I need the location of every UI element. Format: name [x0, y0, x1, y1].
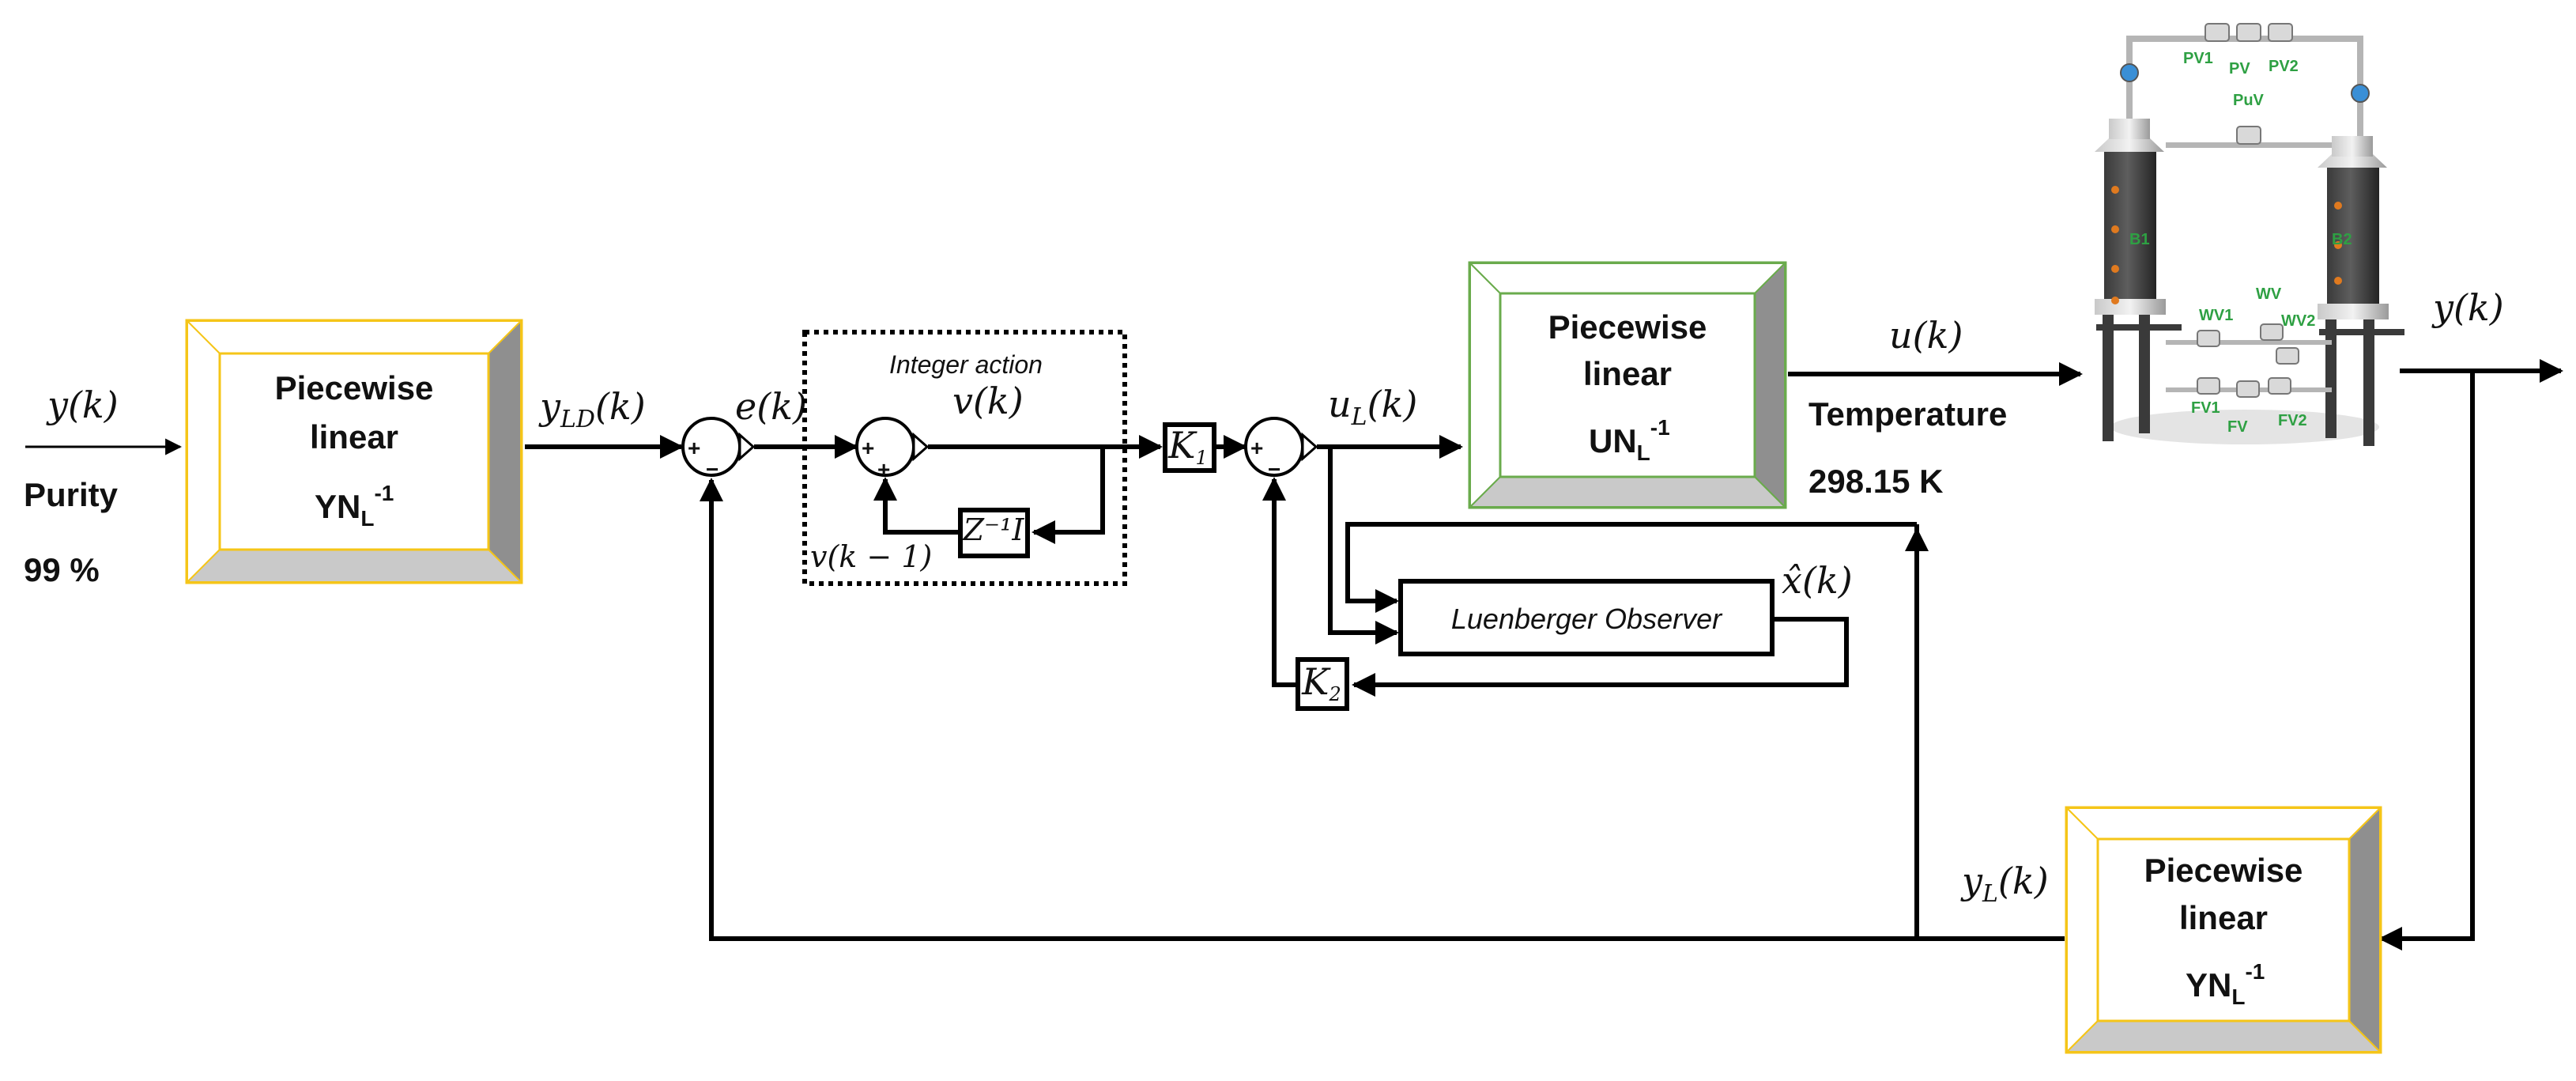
column-label-b2: B2 — [2332, 231, 2352, 248]
svg-text:+: + — [862, 436, 874, 460]
valve-label-puv: PuV — [2233, 92, 2265, 109]
valve-label-pv1: PV1 — [2183, 50, 2213, 67]
purity-label: Purity — [24, 476, 119, 513]
signal-yld: yLD(k) — [538, 385, 646, 433]
signal-error: e(k) — [735, 385, 807, 428]
plant-output-signal: y(k) — [2431, 286, 2504, 329]
block-function: YNL-1 — [315, 481, 394, 531]
gain-k1: K1 — [1163, 422, 1216, 473]
block-title-line1: Piecewise — [275, 369, 434, 406]
valve-label-pv2: PV2 — [2269, 58, 2299, 75]
output-linearizer-block: Piecewise linear UNL-1 — [1468, 261, 1787, 509]
svg-text:+: + — [877, 457, 890, 482]
observer-estimate: x̂(k) — [1782, 559, 1853, 602]
plant-illustration: PV1 PV PV2 PuV B1 B2 WV1 WV WV2 FV1 FV F… — [2095, 23, 2404, 446]
observer-wiring: Luenberger Observer x̂(k) K2 — [1262, 447, 1919, 711]
svg-text:−: − — [1268, 457, 1280, 482]
svg-text:+: + — [688, 436, 700, 460]
valve-label-pv: PV — [2229, 60, 2250, 77]
valve-label-fv1: FV1 — [2191, 399, 2220, 417]
temperature-label: Temperature — [1808, 395, 2007, 433]
svg-text:−: − — [706, 457, 718, 482]
valve-label-wv1: WV1 — [2199, 307, 2233, 324]
signal-v-prev: v(k − 1) — [810, 539, 932, 574]
temperature-value: 298.15 K — [1808, 463, 1943, 500]
integer-action-group: Integer action + + v(k) Z⁻¹I v(k − 1) — [802, 330, 1163, 586]
block-title-line1: Piecewise — [2144, 852, 2303, 889]
signal-ul: uL(k) — [1328, 383, 1417, 431]
block-title-line2: linear — [2179, 899, 2268, 936]
observer-label: Luenberger Observer — [1451, 603, 1723, 635]
summing-junction-1: + − — [681, 417, 756, 482]
signal-v: v(k) — [952, 380, 1024, 422]
block-title-line2: linear — [310, 418, 398, 455]
input-linearizer-block: Piecewise linear YNL-1 — [185, 319, 523, 584]
input-signal-label: y(k) — [46, 384, 119, 426]
signal-yl: yL(k) — [1960, 860, 2049, 908]
integer-action-title: Integer action — [889, 350, 1043, 379]
input-signal: y(k) Purity 99 % — [24, 384, 183, 588]
block-title-line2: linear — [1583, 355, 1672, 392]
valve-label-wv: WV — [2256, 285, 2282, 303]
valve-label-fv2: FV2 — [2278, 412, 2307, 429]
block-function: YNL-1 — [2186, 959, 2265, 1009]
signal-u: u(k) — [1889, 314, 1963, 357]
block-function: UNL-1 — [1589, 415, 1670, 465]
valve-label-fv: FV — [2227, 418, 2248, 436]
block-title-line1: Piecewise — [1548, 308, 1707, 346]
valve-label-wv2: WV2 — [2281, 312, 2315, 330]
gain-k2: K2 — [1301, 660, 1341, 705]
column-label-b1: B1 — [2129, 231, 2150, 248]
purity-value: 99 % — [24, 551, 100, 588]
svg-text:K1: K1 — [1167, 424, 1208, 469]
summing-junction-2: + − — [1244, 417, 1318, 482]
feedback-linearizer-block: Piecewise linear YNL-1 — [2065, 806, 2382, 1054]
delay-block-label: Z⁻¹I — [963, 512, 1025, 547]
svg-text:+: + — [1250, 436, 1263, 460]
